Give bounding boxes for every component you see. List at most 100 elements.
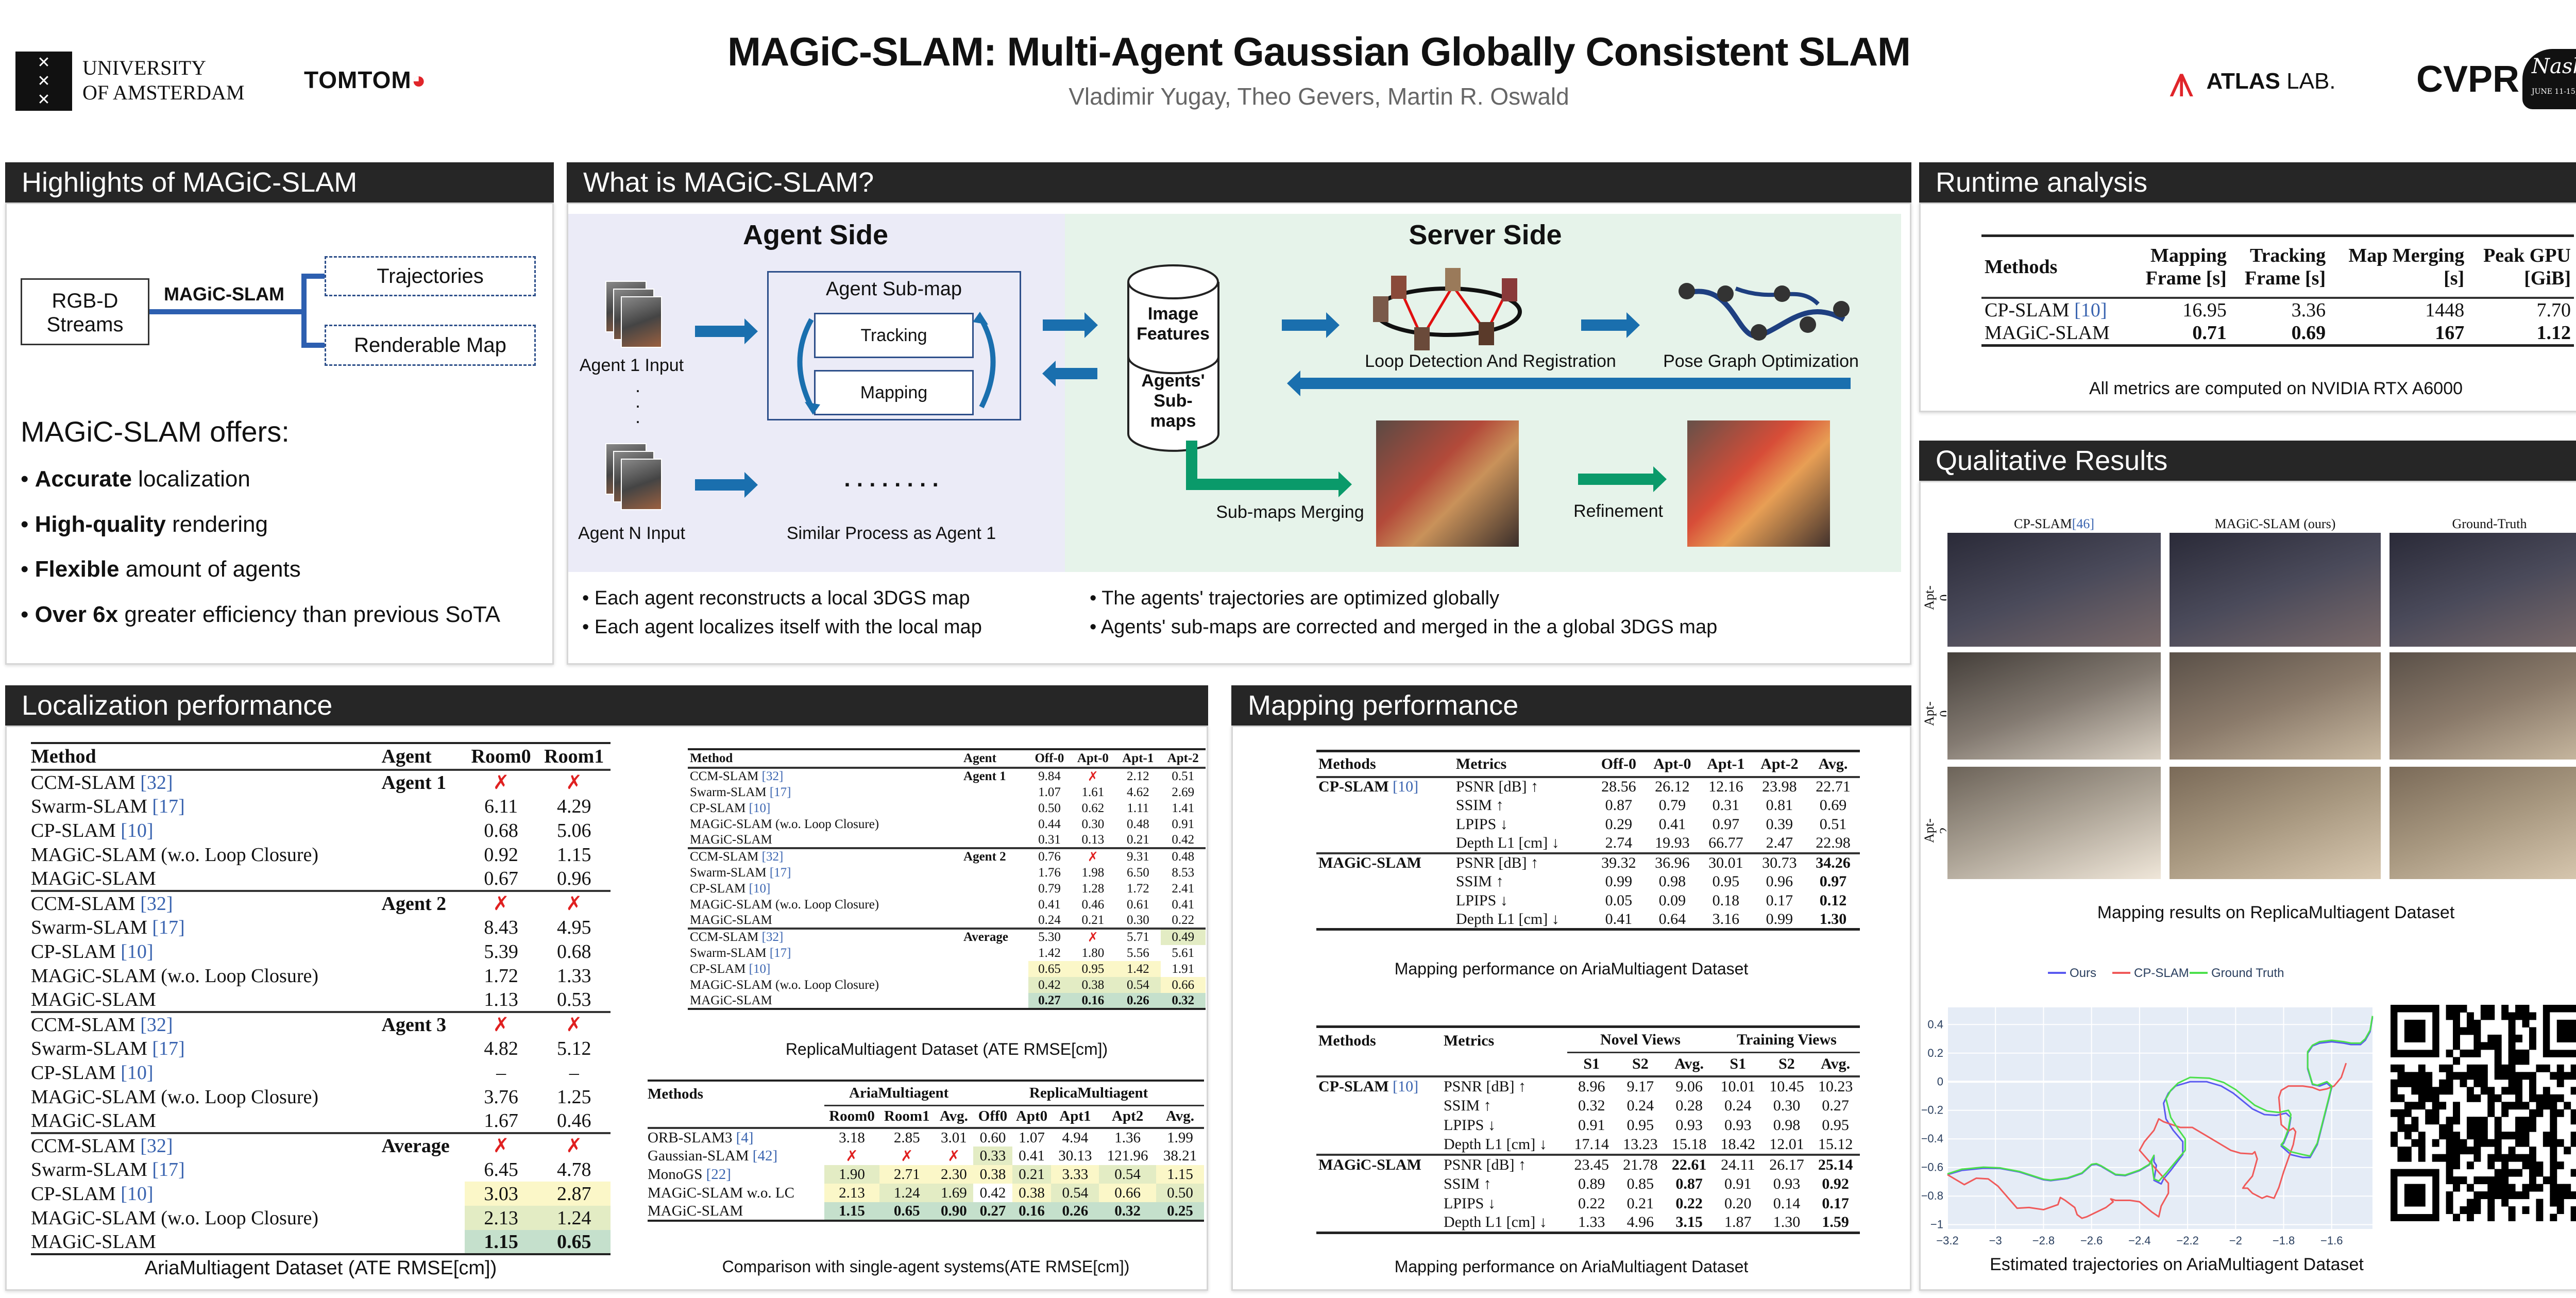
value-cell: 3.18	[824, 1128, 879, 1147]
citation-link[interactable]: [10]	[749, 881, 771, 896]
citation-link[interactable]: [17]	[152, 916, 185, 938]
agent-submap-box	[767, 271, 1021, 420]
citation-link[interactable]: [17]	[769, 785, 791, 799]
whatis-bullet: • Each agent localizes itself with the l…	[582, 616, 982, 638]
citation-link[interactable]: [17]	[769, 865, 791, 880]
citation-link[interactable]: [17]	[152, 1037, 185, 1059]
value-cell: 30.13	[1051, 1147, 1099, 1165]
citation-link[interactable]: [17]	[769, 946, 791, 960]
cell-value: 0.61	[1126, 897, 1149, 912]
cell-value: 0.38	[1081, 977, 1105, 992]
method-cell: Depth L1 [cm] ↓	[1442, 1213, 1567, 1233]
citation-link[interactable]: [17]	[152, 795, 185, 817]
value-cell: 0.64	[1646, 911, 1699, 930]
qr-module	[2522, 1049, 2530, 1057]
group-label	[382, 867, 465, 891]
column-header: Methods	[1318, 755, 1376, 772]
value-cell: 0.96	[1753, 872, 1806, 891]
column-header: Map Merging[s]	[2329, 236, 2467, 298]
value-cell: ✗	[1071, 768, 1115, 784]
citation-link[interactable]: [32]	[761, 930, 784, 944]
citation-link[interactable]: [32]	[140, 1014, 173, 1036]
cell-value: 1.72	[484, 965, 518, 987]
citation-link[interactable]: [17]	[152, 1158, 185, 1181]
citation-link[interactable]: [10]	[121, 1183, 154, 1205]
qr-module	[2453, 1072, 2460, 1080]
citation-link[interactable]: [32]	[140, 1135, 173, 1157]
citation-link[interactable]: [42]	[752, 1147, 778, 1164]
column-header: Room0	[829, 1108, 875, 1125]
citation-link[interactable]: [32]	[761, 769, 784, 783]
value-cell: 0.61	[1115, 897, 1160, 913]
qr-module	[2522, 1154, 2530, 1162]
cell-value: 0.60	[979, 1129, 1006, 1146]
value-cell: 0.24	[1028, 913, 1070, 929]
qr-module	[2411, 1087, 2419, 1095]
cell-value: 0.69	[1819, 797, 1847, 814]
qr-module	[2529, 1072, 2536, 1080]
method-cell: MAGiC-SLAM	[31, 1230, 382, 1254]
value-cell: 1.42	[1115, 961, 1161, 977]
citation-link[interactable]: [10]	[121, 819, 154, 841]
qualitative-column-header: MAGiC-SLAM (ours)	[2168, 516, 2382, 532]
value-cell: 12.01	[1762, 1135, 1811, 1155]
value-cell: 0.90	[934, 1202, 974, 1221]
citation-link[interactable]: [10]	[121, 1061, 154, 1084]
qr-module	[2536, 1094, 2544, 1102]
qr-module	[2508, 1169, 2516, 1177]
group-label	[382, 939, 465, 964]
citation-link[interactable]: [4]	[736, 1129, 754, 1146]
method-name: MAGiC-SLAM	[31, 1230, 156, 1253]
cell-value: 0.67	[484, 867, 518, 889]
value-cell: ✗	[537, 1012, 611, 1036]
value-cell: 23.98	[1753, 777, 1806, 796]
citation-link[interactable]: [32]	[140, 892, 173, 915]
cell-value: 25.14	[1818, 1156, 1853, 1173]
citation-link[interactable]: [10]	[749, 962, 771, 976]
citation-link[interactable]: [10]	[749, 801, 771, 815]
feedback-arrow	[1287, 370, 1851, 396]
cell-value: 0.21	[1019, 1166, 1045, 1183]
method-cell: MAGiC-SLAM (w.o. Loop Closure)	[31, 1085, 382, 1109]
qr-module	[2466, 1087, 2474, 1095]
cell-value: 4.95	[556, 916, 591, 938]
citation-link[interactable]: [32]	[140, 771, 173, 794]
qr-code[interactable]	[2391, 1005, 2576, 1221]
value-cell: –	[465, 1060, 538, 1085]
qr-module	[2543, 1087, 2550, 1095]
qr-module	[2418, 1132, 2426, 1140]
cell-value: 0.25	[1167, 1202, 1193, 1219]
value-cell: ✗	[1071, 848, 1115, 865]
value-cell: 0.24	[1616, 1096, 1665, 1116]
qr-module	[2446, 1161, 2453, 1170]
cell-value: 8.43	[484, 916, 518, 938]
column-header: Avg.	[1821, 1055, 1851, 1073]
qr-module	[2487, 1213, 2495, 1221]
cell-value: 0.22	[1675, 1194, 1703, 1212]
value-cell: 1.98	[1071, 865, 1115, 881]
value-cell: 30.73	[1753, 853, 1806, 872]
cell-value: 0.95	[1822, 1116, 1849, 1134]
cell-value: 1.24	[556, 1207, 591, 1229]
cell-value: 7.70	[2536, 299, 2571, 321]
qr-module	[2550, 1154, 2557, 1162]
qr-module	[2522, 1184, 2530, 1192]
qr-module	[2494, 1147, 2502, 1155]
method-cell: LPIPS ↓	[1442, 1194, 1567, 1213]
citation-link[interactable]: [10]	[121, 940, 154, 963]
citation-link[interactable]: [10]	[2074, 299, 2107, 321]
citation-link[interactable]: [32]	[761, 850, 784, 864]
qr-module	[2529, 1124, 2536, 1132]
qr-module	[2466, 1019, 2474, 1027]
qualitative-header: Qualitative Results	[1919, 441, 2576, 481]
method-name: Swarm-SLAM	[690, 946, 767, 960]
citation-link[interactable]: [22]	[706, 1166, 731, 1183]
